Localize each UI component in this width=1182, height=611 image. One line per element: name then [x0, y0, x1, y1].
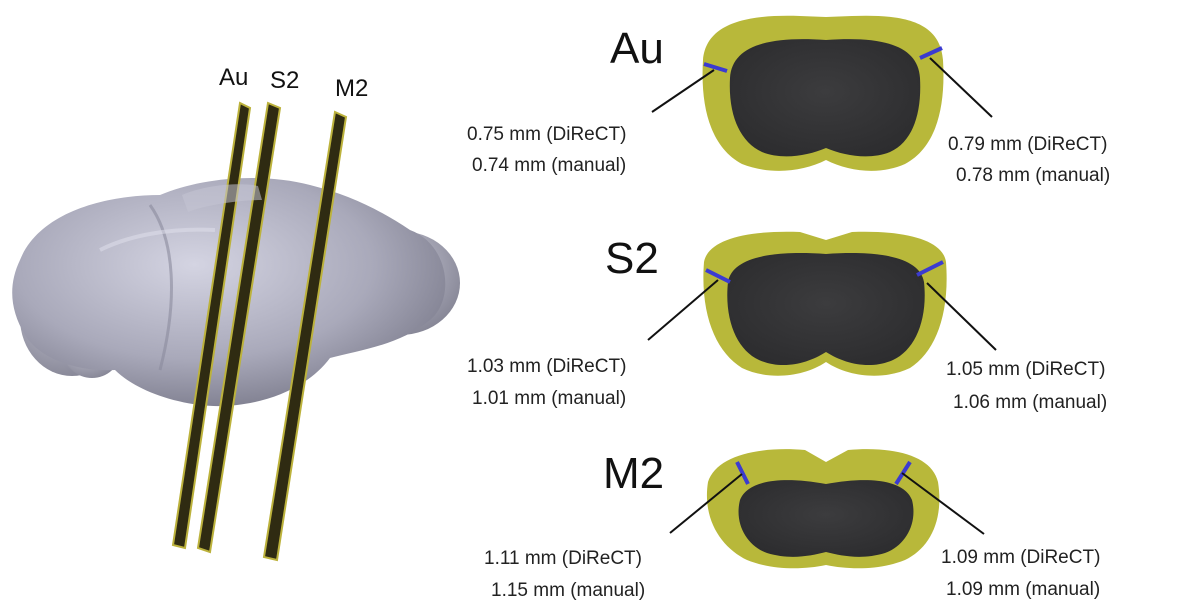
- s2-left-manual: 1.01 mm (manual): [472, 388, 626, 409]
- section-m2-interior: [739, 480, 914, 557]
- section-m2: M2 1.11 mm (DiReCT) 1.15 mm (manual) 1.0…: [484, 449, 1100, 601]
- section-title-m2: M2: [603, 449, 664, 498]
- brain-3d-model: Au S2 M2: [12, 64, 460, 560]
- au-left-manual: 0.74 mm (manual): [472, 155, 626, 176]
- section-s2: S2 1.03 mm (DiReCT) 1.01 mm (manual) 1.0…: [467, 232, 1107, 413]
- section-title-s2: S2: [605, 234, 659, 283]
- m2-right-manual: 1.09 mm (manual): [946, 579, 1100, 600]
- au-right-direct: 0.79 mm (DiReCT): [948, 134, 1107, 155]
- m2-right-direct: 1.09 mm (DiReCT): [941, 547, 1100, 568]
- section-au: Au 0.75 mm (DiReCT) 0.74 mm (manual) 0.7…: [467, 16, 1110, 186]
- m2-left-manual: 1.15 mm (manual): [491, 580, 645, 601]
- plane-label-au: Au: [219, 64, 248, 91]
- au-right-manual: 0.78 mm (manual): [956, 165, 1110, 186]
- plane-label-m2: M2: [335, 75, 368, 102]
- section-au-interior: [730, 39, 920, 156]
- plane-label-s2: S2: [270, 67, 299, 94]
- au-left-direct: 0.75 mm (DiReCT): [467, 124, 626, 145]
- s2-right-manual: 1.06 mm (manual): [953, 392, 1107, 413]
- m2-left-direct: 1.11 mm (DiReCT): [484, 548, 642, 569]
- s2-right-direct: 1.05 mm (DiReCT): [946, 359, 1105, 380]
- section-s2-interior: [727, 253, 924, 365]
- s2-left-direct: 1.03 mm (DiReCT): [467, 356, 626, 377]
- section-title-au: Au: [610, 24, 664, 73]
